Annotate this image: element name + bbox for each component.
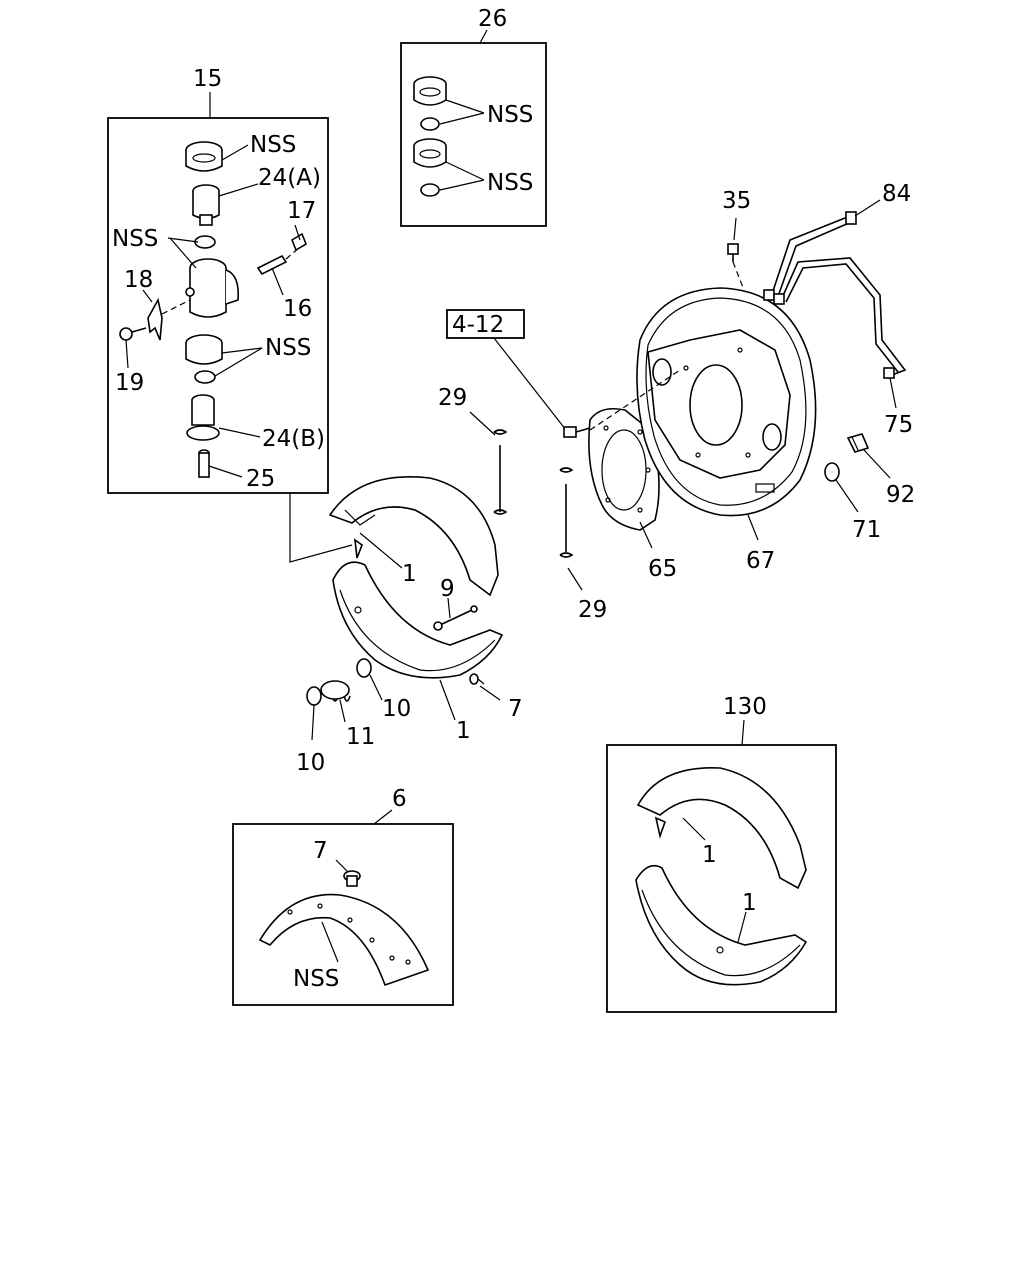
label-24a: 24(A)	[258, 165, 321, 191]
plug-71-icon	[824, 462, 840, 482]
label-71: 71	[852, 517, 881, 543]
bolt-35-icon	[727, 243, 745, 291]
label-nss-2: NSS	[112, 226, 158, 252]
shoe-assembly-box-130	[606, 719, 837, 1013]
label-6: 6	[392, 786, 407, 812]
label-17: 17	[287, 198, 316, 224]
label-29b: 29	[578, 597, 607, 623]
label-29a: 29	[438, 385, 467, 411]
wheel-cylinder-box-15	[107, 92, 353, 563]
label-18: 18	[124, 267, 153, 293]
brake-shoe-lower-icon	[332, 561, 504, 679]
label-92: 92	[886, 482, 915, 508]
label-19: 19	[115, 370, 144, 396]
label-nss-box6: NSS	[293, 966, 339, 992]
label-nss-26a: NSS	[487, 102, 533, 128]
label-1c: 1	[702, 842, 717, 868]
label-10a: 10	[382, 696, 411, 722]
gasket-icon	[588, 407, 660, 531]
wheel-cylinder-icon	[119, 141, 307, 478]
reference-box-4-12	[446, 309, 591, 438]
label-1d: 1	[742, 890, 757, 916]
label-65: 65	[648, 556, 677, 582]
adjuster-spring-set-icon	[306, 658, 372, 706]
label-1a: 1	[402, 561, 417, 587]
label-10b: 10	[296, 750, 325, 776]
lining-kit-box-6	[232, 809, 454, 1006]
hold-down-pin-icon	[433, 605, 478, 631]
label-67: 67	[746, 548, 775, 574]
label-nss-1: NSS	[250, 132, 296, 158]
label-26: 26	[478, 6, 507, 32]
label-4-12: 4-12	[452, 312, 504, 338]
label-7b: 7	[313, 838, 328, 864]
label-75: 75	[884, 412, 913, 438]
label-9: 9	[440, 576, 455, 602]
rivet-icon	[343, 870, 361, 887]
label-24b: 24(B)	[262, 426, 325, 452]
cap-92-icon	[846, 433, 870, 453]
backing-plate-icon	[636, 287, 817, 517]
callout-labels: 26 NSS NSS 15 NSS 24(A) 17 NSS 18 16 NSS…	[112, 6, 915, 992]
brake-shoe-pair-icon	[635, 767, 808, 986]
label-1b: 1	[456, 718, 471, 744]
bolt-icon	[563, 426, 591, 438]
label-130: 130	[723, 694, 767, 720]
label-nss-3: NSS	[265, 335, 311, 361]
kit-box-26	[400, 29, 547, 227]
label-nss-26b: NSS	[487, 170, 533, 196]
label-16: 16	[283, 296, 312, 322]
return-spring-upper-icon	[493, 429, 508, 515]
label-15: 15	[193, 66, 222, 92]
brake-pipe-icon	[763, 211, 907, 379]
return-spring-lower-icon	[559, 467, 574, 558]
brake-shoe-upper-icon	[328, 476, 499, 597]
label-35: 35	[722, 188, 751, 214]
seal-cup-icon	[413, 76, 447, 197]
label-25: 25	[246, 466, 275, 492]
label-84: 84	[882, 181, 911, 207]
plug-icon	[469, 673, 485, 685]
label-7a: 7	[508, 696, 523, 722]
label-11: 11	[346, 724, 375, 750]
brake-lining-icon	[258, 893, 430, 987]
